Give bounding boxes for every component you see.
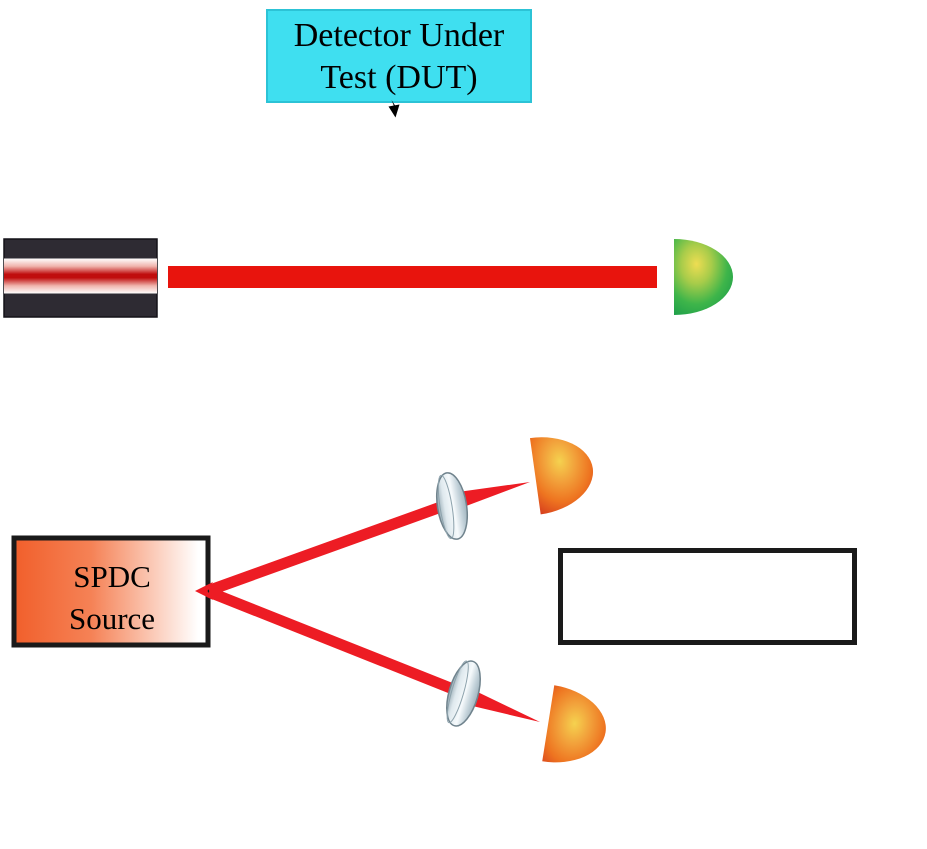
spdc-label-line2: Source <box>69 601 155 636</box>
laser-gain-band <box>4 258 157 294</box>
signal-beam <box>207 491 472 596</box>
dut-callout-box <box>266 9 532 103</box>
dut-pointer-arrow-icon <box>388 100 400 118</box>
pump-beam <box>168 266 657 288</box>
idler-detector-icon <box>542 685 606 763</box>
photon-pair-beams <box>195 482 540 722</box>
dut-label-line2: Test (DUT) <box>320 59 477 96</box>
detector-under-test-icon <box>674 239 733 315</box>
spdc-label-line1: SPDC <box>73 559 151 594</box>
dut-label-line1: Detector Under <box>294 17 505 54</box>
spdc-source-box <box>11 535 211 648</box>
signal-lens-icon <box>435 472 469 540</box>
beam-origin-arrowhead-icon <box>195 582 213 600</box>
laser-head <box>3 238 158 318</box>
signal-detector-icon <box>529 437 593 515</box>
idler-beam <box>207 586 480 705</box>
coincidence-box <box>558 548 857 645</box>
idler-lens-icon <box>446 660 481 727</box>
